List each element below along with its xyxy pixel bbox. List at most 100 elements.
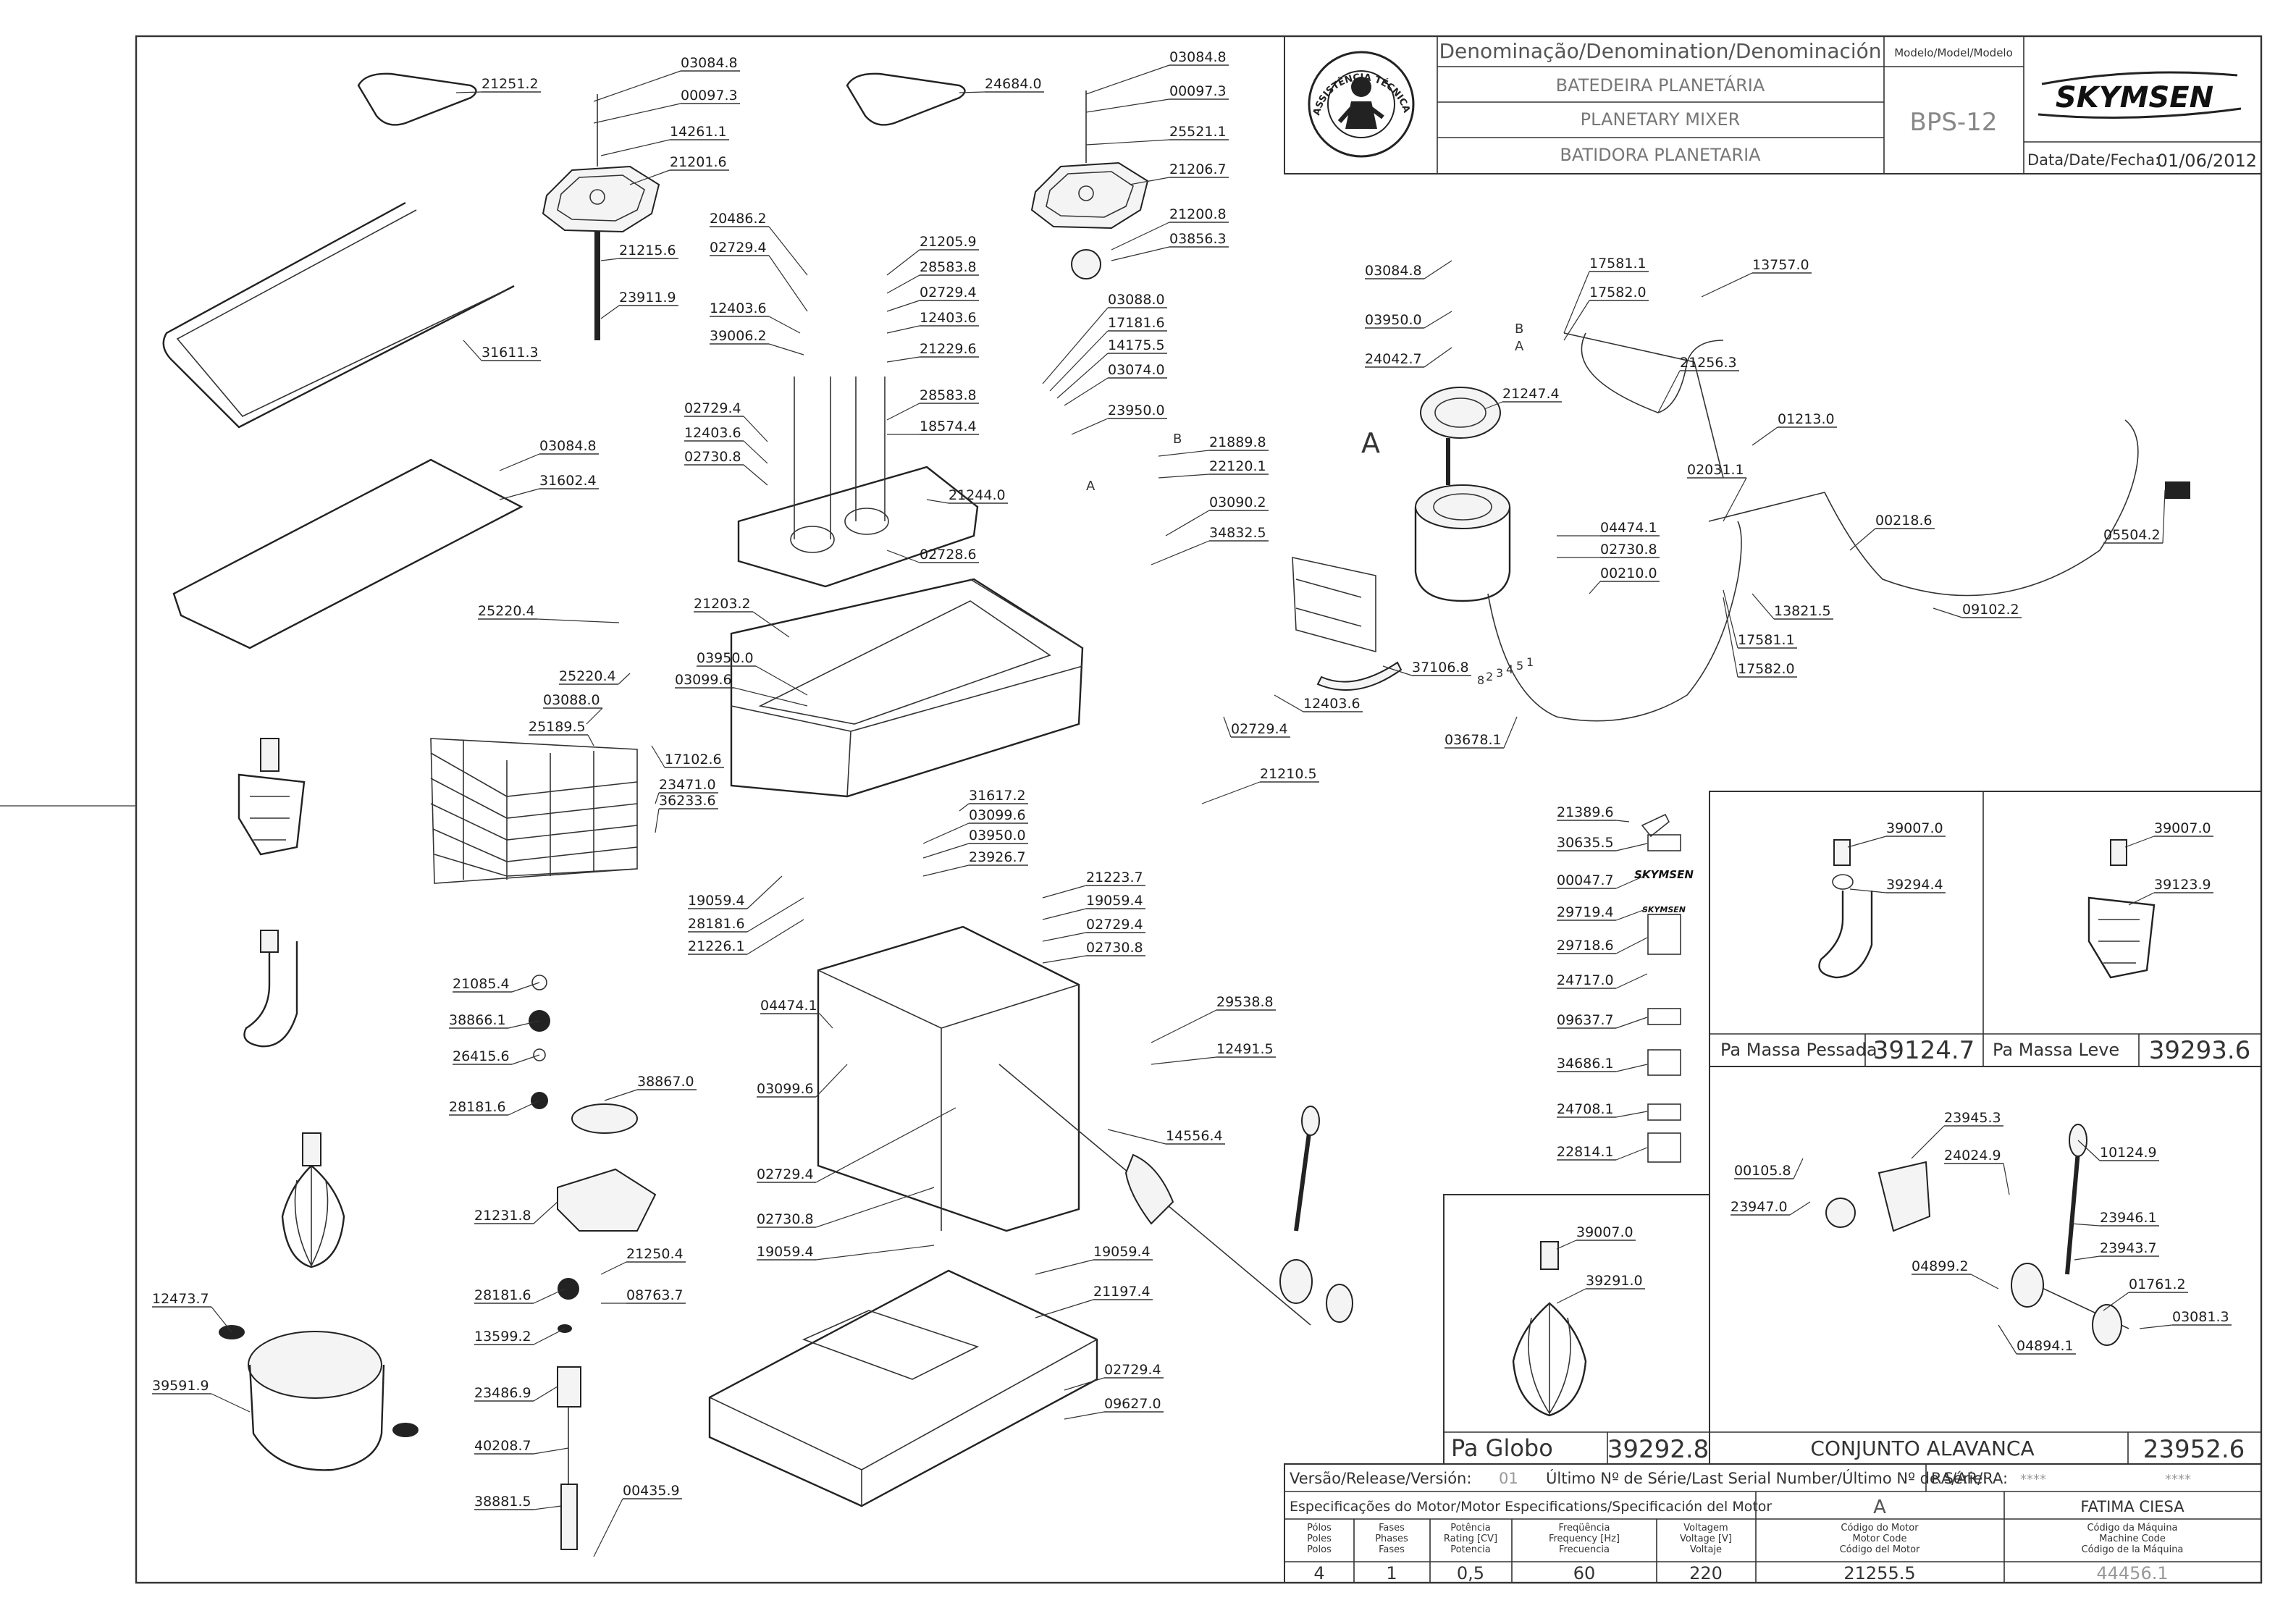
leader-line (2077, 1140, 2101, 1161)
part-callout: 21197.4 (1035, 1284, 1153, 1318)
model-header: Modelo/Model/Modelo (1894, 46, 2013, 59)
leader-line (1424, 311, 1452, 329)
voltage-label-en: Voltage [V] (1680, 1533, 1732, 1544)
part-callout: 09637.7 (1557, 1012, 1648, 1029)
leader-line (586, 707, 603, 725)
part-callout: 39294.4 (1849, 877, 1946, 893)
leader-line (499, 488, 540, 500)
leader-line (655, 808, 660, 833)
model-code: BPS-12 (1910, 108, 1998, 137)
part-callout: 02730.8 (1557, 542, 1660, 558)
leader-line (600, 1261, 627, 1275)
wire-number: 5 (1516, 659, 1523, 673)
part-number-label: 17581.1 (1589, 256, 1647, 272)
wire-b-left: B (1173, 432, 1182, 447)
part-callout: 02730.8 (1042, 940, 1145, 964)
part-number-label: 00210.0 (1600, 565, 1657, 581)
leader-line (1701, 272, 1753, 298)
wire-b-right: B (1515, 321, 1523, 337)
part-number-label: 23911.9 (619, 290, 676, 306)
part-number-label: 39007.0 (1576, 1224, 1633, 1240)
part-callout: 23946.1 (2070, 1210, 2159, 1227)
decal-brand-small: SKYMSEN (1642, 905, 1686, 914)
part-number-label: 23947.0 (1731, 1199, 1788, 1215)
part-callout: 19059.4 (1035, 1244, 1153, 1275)
phases-label-pt: Fases (1379, 1523, 1405, 1533)
left-top-cover (357, 72, 477, 126)
part-callout: 39291.0 (1556, 1273, 1645, 1304)
part-number-label: 02728.6 (920, 547, 977, 563)
part-number-label: 02730.8 (684, 449, 741, 465)
leader-line (1793, 1158, 1804, 1179)
view-letter: A (1361, 427, 1380, 459)
part-number-label: 31611.3 (482, 345, 539, 361)
leader-line (1556, 1288, 1586, 1304)
part-number-label: 25521.1 (1169, 124, 1227, 140)
part-callout: 12403.6 (684, 425, 768, 464)
version-label: Versão/Release/Versión: (1290, 1470, 1471, 1487)
part-callout: 39123.9 (2128, 877, 2213, 906)
wire-a-right: A (1515, 339, 1524, 354)
part-callout: 39591.9 (152, 1378, 251, 1413)
leader-line (2124, 836, 2155, 848)
motor-code-value: 21255.5 (1843, 1563, 1915, 1583)
part-callout: 39007.0 (1847, 820, 1946, 848)
part-callout: 02729.4 (710, 240, 808, 312)
part-callout: 00097.3 (1085, 83, 1229, 113)
part-callout: 01213.0 (1752, 411, 1837, 446)
part-callout: 03099.6 (675, 672, 808, 707)
leader-line (211, 1393, 251, 1413)
frequency-label-en: Frequency [Hz] (1549, 1533, 1620, 1544)
part-number-label: 37106.8 (1412, 660, 1469, 676)
part-number-label: 38866.1 (449, 1012, 506, 1028)
date-label: Data/Date/Fecha: (2027, 151, 2160, 169)
part-callout: 34832.5 (1151, 525, 1269, 565)
decal-brand-large: SKYMSEN (1634, 868, 1694, 881)
part-callout: 39007.0 (2124, 820, 2213, 848)
leader-line (2074, 1255, 2101, 1261)
leader-line (1752, 593, 1775, 620)
brand-logo: SKYMSEN (2038, 71, 2242, 119)
part-number-label: 03678.1 (1445, 732, 1502, 748)
leader-line (1615, 1147, 1648, 1161)
part-number-label: 13757.0 (1752, 257, 1809, 273)
part-callout: 12403.6 (886, 310, 979, 334)
part-number-label: 24042.7 (1365, 351, 1422, 367)
part-number-label: 22120.1 (1209, 458, 1266, 474)
part-callout: 03084.8 (593, 55, 740, 102)
part-callout: 23950.0 (1071, 403, 1167, 435)
part-callout: 02729.4 (1064, 1362, 1164, 1391)
part-number-label: 09637.7 (1557, 1012, 1614, 1028)
part-callout: 22814.1 (1557, 1144, 1648, 1161)
part-number-label: 01213.0 (1778, 411, 1835, 427)
beater-detail (2087, 839, 2156, 979)
part-number-label: 03088.0 (1108, 292, 1165, 308)
wire-number: 4 (1506, 662, 1513, 676)
part-callout: 28583.8 (886, 259, 979, 294)
part-callout: 36233.6 (655, 793, 718, 833)
serial-value: **** (2020, 1472, 2046, 1487)
part-callout: 03081.3 (2139, 1309, 2232, 1329)
dough-hook-attachment (243, 930, 298, 1048)
leader-line (1274, 694, 1304, 712)
leader-line (2003, 1163, 2010, 1195)
part-callout: 02729.4 (757, 1107, 956, 1183)
part-callout: 13757.0 (1701, 257, 1812, 298)
part-number-label: 12403.6 (1303, 696, 1361, 712)
part-number-label: 21223.7 (1086, 870, 1143, 885)
part-callout: 19059.4 (1042, 893, 1145, 920)
part-number-label: 28583.8 (920, 387, 977, 403)
part-number-label: 36233.6 (659, 793, 716, 809)
part-number-label: 28181.6 (449, 1099, 506, 1115)
part-callout: 12403.6 (710, 300, 801, 334)
part-callout: 38867.0 (604, 1074, 697, 1101)
part-number-label: 19059.4 (688, 893, 745, 909)
leader-line (1085, 139, 1170, 146)
machine-base (708, 1269, 1098, 1507)
motor-code-label-en: Motor Code (1853, 1533, 1907, 1544)
part-number-label: 02730.8 (757, 1211, 814, 1227)
leader-line (1064, 1377, 1105, 1391)
leader-line (655, 792, 660, 804)
part-callout: 18574.4 (887, 418, 979, 435)
revision-letter: A (1873, 1497, 1886, 1518)
